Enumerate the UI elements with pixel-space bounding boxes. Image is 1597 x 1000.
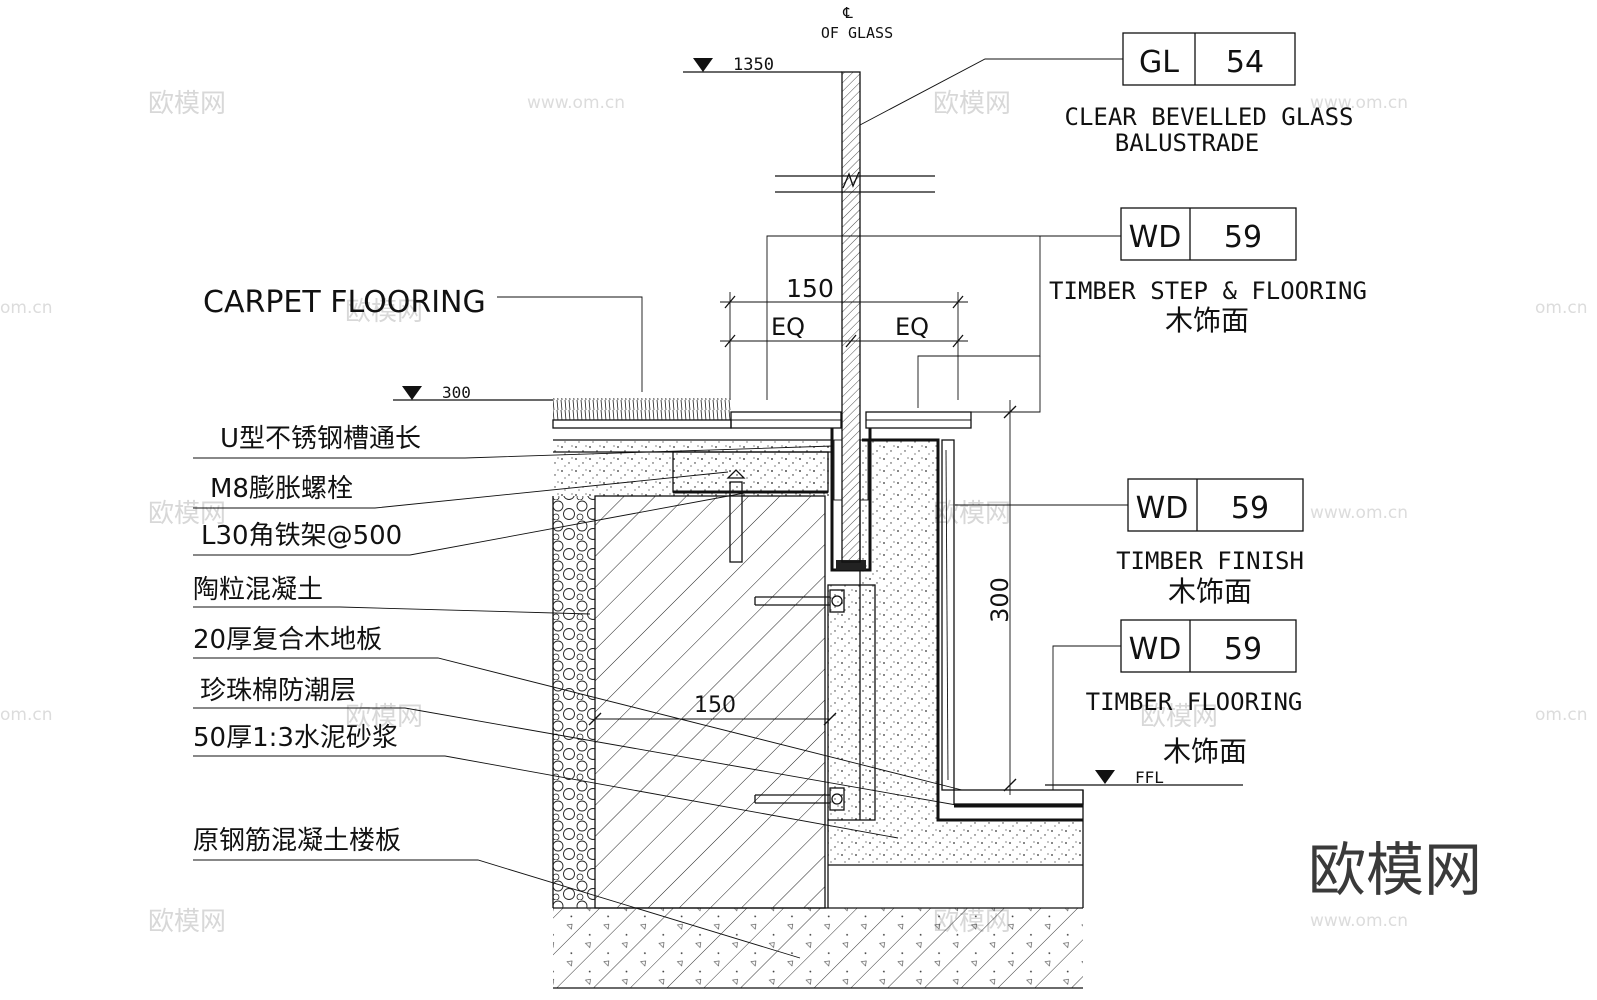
watermark: 欧模网 (148, 499, 226, 529)
ceramsite-concrete (553, 496, 595, 908)
svg-text:300: 300 (442, 383, 471, 402)
svg-text:54: 54 (1226, 45, 1264, 80)
timber-flooring (953, 789, 1084, 805)
watermark-url: www.om.cn (1310, 93, 1408, 113)
svg-text:WD: WD (1129, 632, 1182, 667)
svg-text:59: 59 (1224, 632, 1262, 667)
blockwork (595, 496, 825, 908)
label-pearl-cotton: 珍珠棉防潮层 (193, 676, 963, 807)
label-composite-floor: 20厚复合木地板 (193, 625, 963, 791)
svg-text:OF GLASS: OF GLASS (821, 24, 893, 42)
watermark-url: www.om.cn (1310, 503, 1408, 523)
watermark-url: www.om.cn (1310, 911, 1408, 931)
left-label-list: U型不锈钢槽通长 M8膨胀螺栓 L30角铁架@500 陶粒混凝土 20厚复合木地… (193, 424, 963, 959)
centerline: ℄ OF GLASS (821, 4, 893, 42)
anchor-bolt-bottom (754, 787, 845, 811)
anchor-bolt-top (754, 589, 845, 613)
svg-text:CLEAR BEVELLED GLASS: CLEAR BEVELLED GLASS (1065, 103, 1354, 131)
dimension-300: 300 (968, 400, 1018, 795)
watermark: 欧模网 (933, 89, 1011, 119)
svg-text:木饰面: 木饰面 (1163, 735, 1247, 768)
label-mortar: 50厚1:3水泥砂浆 (193, 723, 899, 839)
mortar-screed (828, 820, 1083, 865)
svg-text:珍珠棉防潮层: 珍珠棉防潮层 (200, 676, 356, 706)
svg-text:150: 150 (694, 693, 736, 718)
svg-text:50厚1:3水泥砂浆: 50厚1:3水泥砂浆 (193, 723, 398, 753)
watermark-url: om.cn (0, 705, 53, 725)
watermark-url: om.cn (0, 298, 53, 318)
level-ffl: FFL (1045, 768, 1243, 787)
svg-text:EQ: EQ (771, 313, 805, 341)
svg-text:GL: GL (1139, 45, 1179, 80)
brand-logo: 欧模网 (1308, 836, 1482, 904)
svg-text:TIMBER FINISH: TIMBER FINISH (1116, 547, 1304, 575)
m8-bolt (729, 481, 743, 563)
label-ceramsite: 陶粒混凝土 (193, 575, 591, 615)
watermark-url: www.om.cn (527, 93, 625, 113)
dimension-150-mid: 150 (588, 693, 837, 726)
svg-text:TIMBER FLOORING: TIMBER FLOORING (1086, 688, 1303, 716)
tag-timber-finish: WD 59 TIMBER FINISH 木饰面 (955, 478, 1304, 608)
structure (552, 71, 1084, 989)
svg-text:L30角铁架@500: L30角铁架@500 (201, 521, 402, 551)
svg-text:300: 300 (986, 577, 1014, 623)
svg-text:木饰面: 木饰面 (1165, 304, 1249, 337)
tag-glass: GL 54 CLEAR BEVELLED GLASS BALUSTRADE (859, 32, 1354, 157)
svg-text:M8膨胀螺栓: M8膨胀螺栓 (210, 474, 353, 504)
level-mid: 300 (393, 383, 553, 402)
rc-slab (553, 908, 1083, 988)
watermark: 欧模网 (345, 297, 423, 327)
svg-text:WD: WD (1129, 220, 1182, 255)
watermark-url: om.cn (1535, 298, 1588, 318)
svg-text:U型不锈钢槽通长: U型不锈钢槽通长 (220, 424, 421, 454)
dimension-150-top: 150 (720, 274, 968, 400)
svg-text:CARPET FLOORING: CARPET FLOORING (203, 285, 486, 320)
watermark: 欧模网 (933, 499, 1011, 529)
tag-timber-flooring: WD 59 TIMBER FLOORING 木饰面 (1052, 619, 1303, 790)
level-top: 1350 (683, 55, 842, 75)
dimension-eq: EQ EQ (720, 313, 968, 348)
svg-text:WD: WD (1136, 491, 1189, 526)
svg-text:原钢筋混凝土楼板: 原钢筋混凝土楼板 (193, 826, 401, 856)
svg-text:木饰面: 木饰面 (1168, 575, 1252, 608)
svg-text:℄: ℄ (842, 4, 853, 22)
label-m8-bolt: M8膨胀螺栓 (193, 471, 729, 509)
label-rc-slab: 原钢筋混凝土楼板 (193, 826, 801, 959)
svg-text:FFL: FFL (1135, 768, 1164, 787)
watermark: 欧模网 (1140, 702, 1218, 732)
watermark: 欧模网 (345, 702, 423, 732)
svg-text:陶粒混凝土: 陶粒混凝土 (193, 575, 323, 605)
watermark: 欧模网 (148, 89, 226, 119)
svg-text:EQ: EQ (895, 313, 929, 341)
glass-pane (842, 72, 860, 562)
svg-text:20厚复合木地板: 20厚复合木地板 (193, 625, 382, 655)
watermark-url: om.cn (1535, 705, 1588, 725)
label-angle-bracket: L30角铁架@500 (193, 491, 751, 556)
carpet (553, 398, 731, 420)
label-u-channel: U型不锈钢槽通长 (193, 424, 834, 459)
svg-text:59: 59 (1224, 220, 1262, 255)
svg-text:TIMBER STEP & FLOORING: TIMBER STEP & FLOORING (1049, 277, 1367, 305)
svg-text:1350: 1350 (733, 55, 774, 75)
timber-finish-panel (941, 439, 955, 791)
svg-text:59: 59 (1231, 491, 1269, 526)
watermark: 欧模网 (148, 907, 226, 937)
svg-text:BALUSTRADE: BALUSTRADE (1115, 129, 1260, 157)
carpet-label: CARPET FLOORING (203, 285, 643, 392)
support-column (828, 585, 875, 820)
svg-text:150: 150 (786, 274, 834, 303)
tag-timber-step: WD 59 TIMBER STEP & FLOORING 木饰面 (766, 207, 1367, 413)
